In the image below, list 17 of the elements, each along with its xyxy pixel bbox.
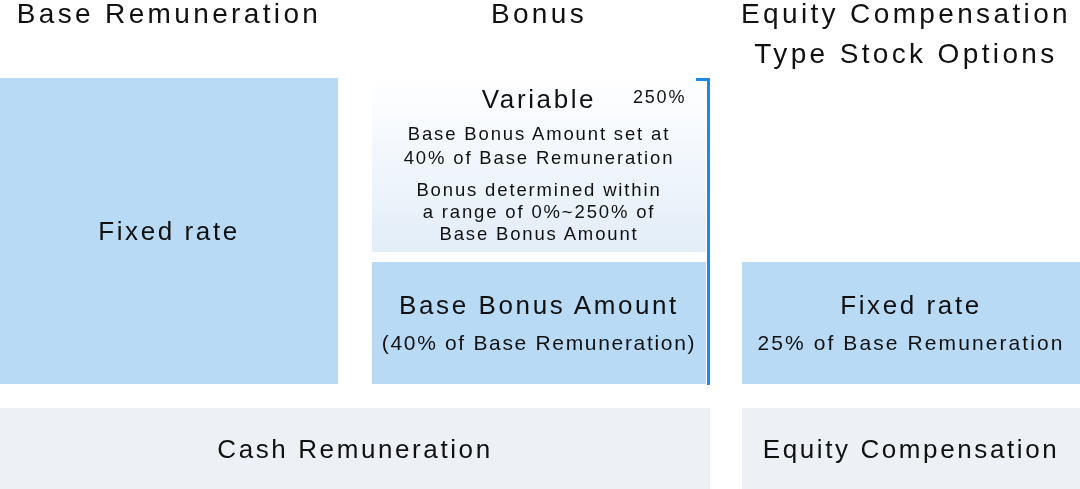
block-label: Fixed rate [98, 215, 240, 247]
description-text: Bonus determined within a range of 0%~250% of Base Bonus Amount [415, 179, 663, 245]
column-heading: Base Remuneration [15, 0, 323, 30]
block-label: Fixed rate [840, 289, 982, 321]
pay-block [0, 78, 338, 384]
pay-block [742, 262, 1080, 384]
category-label: Equity Compensation [762, 432, 1060, 465]
block-label: Base Bonus Amount [399, 289, 679, 321]
block-subtitle: 25% of Base Remuneration [757, 330, 1065, 356]
panel-title: Variable [481, 83, 597, 116]
column-heading: Equity Compensation Type Stock Options [740, 0, 1072, 71]
range-value-label: 250% [633, 86, 687, 108]
pay-block [372, 262, 706, 384]
category-label: Cash Remuneration [217, 432, 493, 465]
description-text: Base Bonus Amount set at 40% of Base Remuneration [402, 122, 676, 170]
column-heading: Bonus [489, 0, 589, 30]
block-subtitle: (40% of Base Remuneration) [381, 330, 697, 356]
